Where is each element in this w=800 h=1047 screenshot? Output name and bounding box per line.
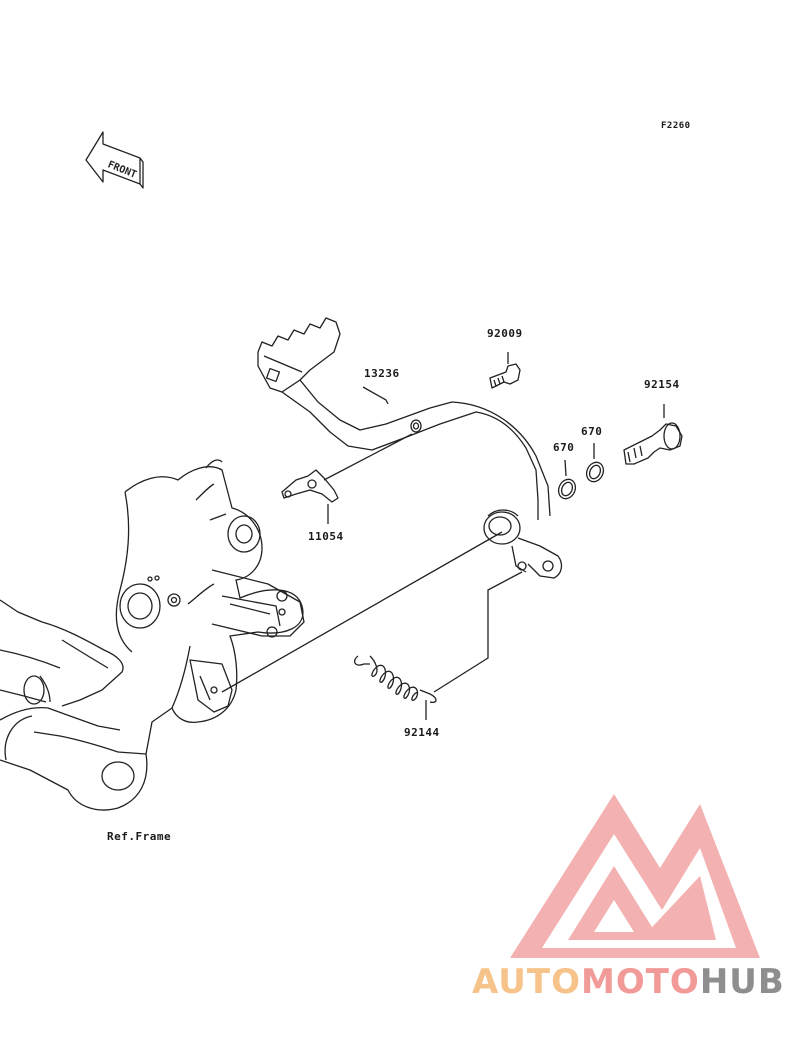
front-arrow-icon: FRONT [85,131,144,189]
o-ring-2-part [585,443,605,483]
figure-code: F2260 [661,121,691,131]
spring-92144-part [353,571,523,720]
ref-frame-label: Ref.Frame [107,830,172,843]
part-label-670-upper[interactable]: 670 [581,425,603,438]
pivot-leader-line [221,531,503,693]
bushing-92154-part [623,404,683,465]
watermark-logo-icon [510,794,760,958]
watermark-hub: HUB [699,962,785,1002]
bolt-92009-part [489,352,521,389]
watermark-auto: AUTO [472,962,581,1002]
part-label-13236[interactable]: 13236 [364,367,400,380]
part-label-92154[interactable]: 92154 [644,378,680,391]
watermark-moto: MOTO [580,962,700,1002]
watermark-text: AUTOMOTOHUB [472,962,785,1002]
part-label-92009[interactable]: 92009 [487,327,523,340]
part-label-92144[interactable]: 92144 [404,726,440,739]
frame-part [0,459,305,811]
o-ring-1-part [557,459,577,500]
brake-pedal-part [257,317,563,579]
part-label-670-lower[interactable]: 670 [553,441,575,454]
part-label-11054[interactable]: 11054 [308,530,344,543]
bracket-11054-part [281,433,413,524]
